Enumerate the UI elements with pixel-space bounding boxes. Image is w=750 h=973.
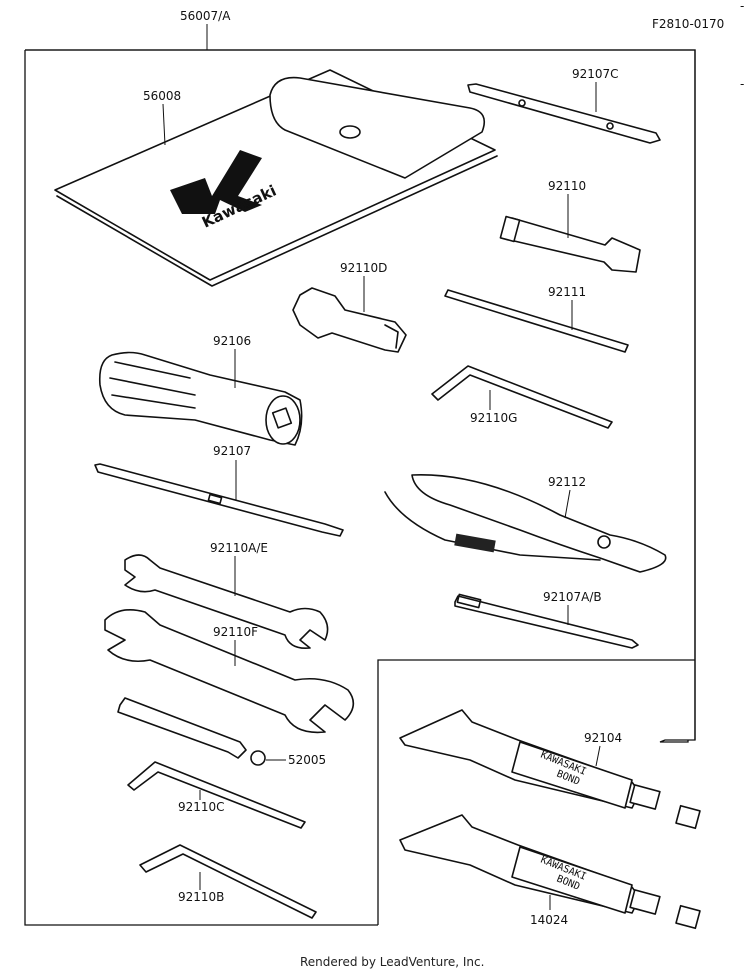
tool-pouch[interactable]: Kawasaki — [54, 69, 498, 287]
tommy-bar-92111[interactable] — [444, 289, 629, 353]
label-92110c: 92110C — [178, 800, 225, 814]
label-14024: 14024 — [530, 913, 568, 927]
open-wrench-92110f[interactable] — [104, 609, 355, 734]
margin-mark-top: - — [740, 0, 744, 13]
screwdriver-92107[interactable] — [94, 463, 344, 537]
margin-mark-bottom: - — [740, 77, 744, 91]
pliers-92112[interactable] — [384, 474, 667, 573]
label-92110b: 92110B — [178, 890, 224, 904]
label-92110ae: 92110A/E — [210, 541, 268, 555]
hex-key-92110c[interactable] — [127, 761, 306, 829]
label-92110: 92110 — [548, 179, 586, 193]
bond-tube-92104[interactable]: KAWASAKI BOND — [399, 709, 701, 830]
label-92107c: 92107C — [572, 67, 619, 81]
label-92107: 92107 — [213, 444, 251, 458]
kit-label: 56007/A — [180, 9, 231, 23]
label-92107ab: 92107A/B — [543, 590, 602, 604]
label-92112: 92112 — [548, 475, 586, 489]
bond-tube-14024[interactable]: KAWASAKI BOND — [399, 814, 701, 930]
kit-inner-frame — [377, 659, 695, 925]
hex-key-92110g[interactable] — [431, 365, 613, 429]
label-56008: 56008 — [143, 89, 181, 103]
screwdriver-handle-92106[interactable] — [98, 351, 303, 446]
label-92111: 92111 — [548, 285, 586, 299]
box-wrench-92110[interactable] — [499, 215, 641, 273]
socket-92110d[interactable] — [292, 287, 407, 353]
diagram-code: F2810-0170 — [652, 17, 724, 31]
kit-frame — [24, 49, 696, 926]
spark-plug-tool[interactable] — [117, 697, 266, 766]
label-92110g: 92110G — [470, 411, 517, 425]
label-92104: 92104 — [584, 731, 622, 745]
label-92106: 92106 — [213, 334, 251, 348]
label-92110f: 92110F — [213, 625, 258, 639]
kawasaki-logo-icon — [170, 150, 262, 214]
open-wrench-92110ae[interactable] — [124, 554, 329, 650]
washer-52005[interactable] — [250, 750, 266, 766]
screwdriver-92107c[interactable] — [467, 83, 661, 144]
hex-key-92110b[interactable] — [139, 844, 317, 919]
footer-credit: Rendered by LeadVenture, Inc. — [300, 955, 484, 969]
label-52005: 52005 — [288, 753, 326, 767]
screwdriver-92107ab[interactable] — [454, 593, 639, 649]
label-92110d: 92110D — [340, 261, 387, 275]
